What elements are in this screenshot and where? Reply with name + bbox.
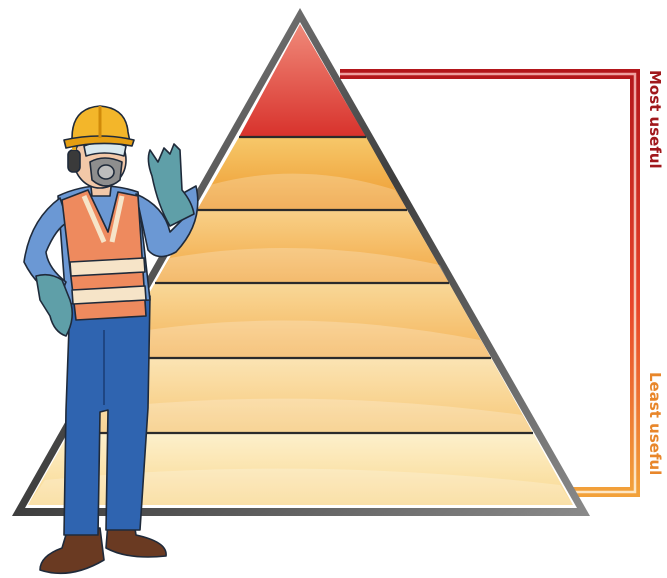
hard-hat-icon — [64, 106, 134, 148]
boots-icon — [40, 522, 166, 573]
respirator-icon — [90, 158, 122, 186]
tier-1 — [239, 24, 366, 137]
label-least-useful: Least useful — [647, 372, 662, 475]
label-most-useful: Most useful — [647, 70, 662, 169]
